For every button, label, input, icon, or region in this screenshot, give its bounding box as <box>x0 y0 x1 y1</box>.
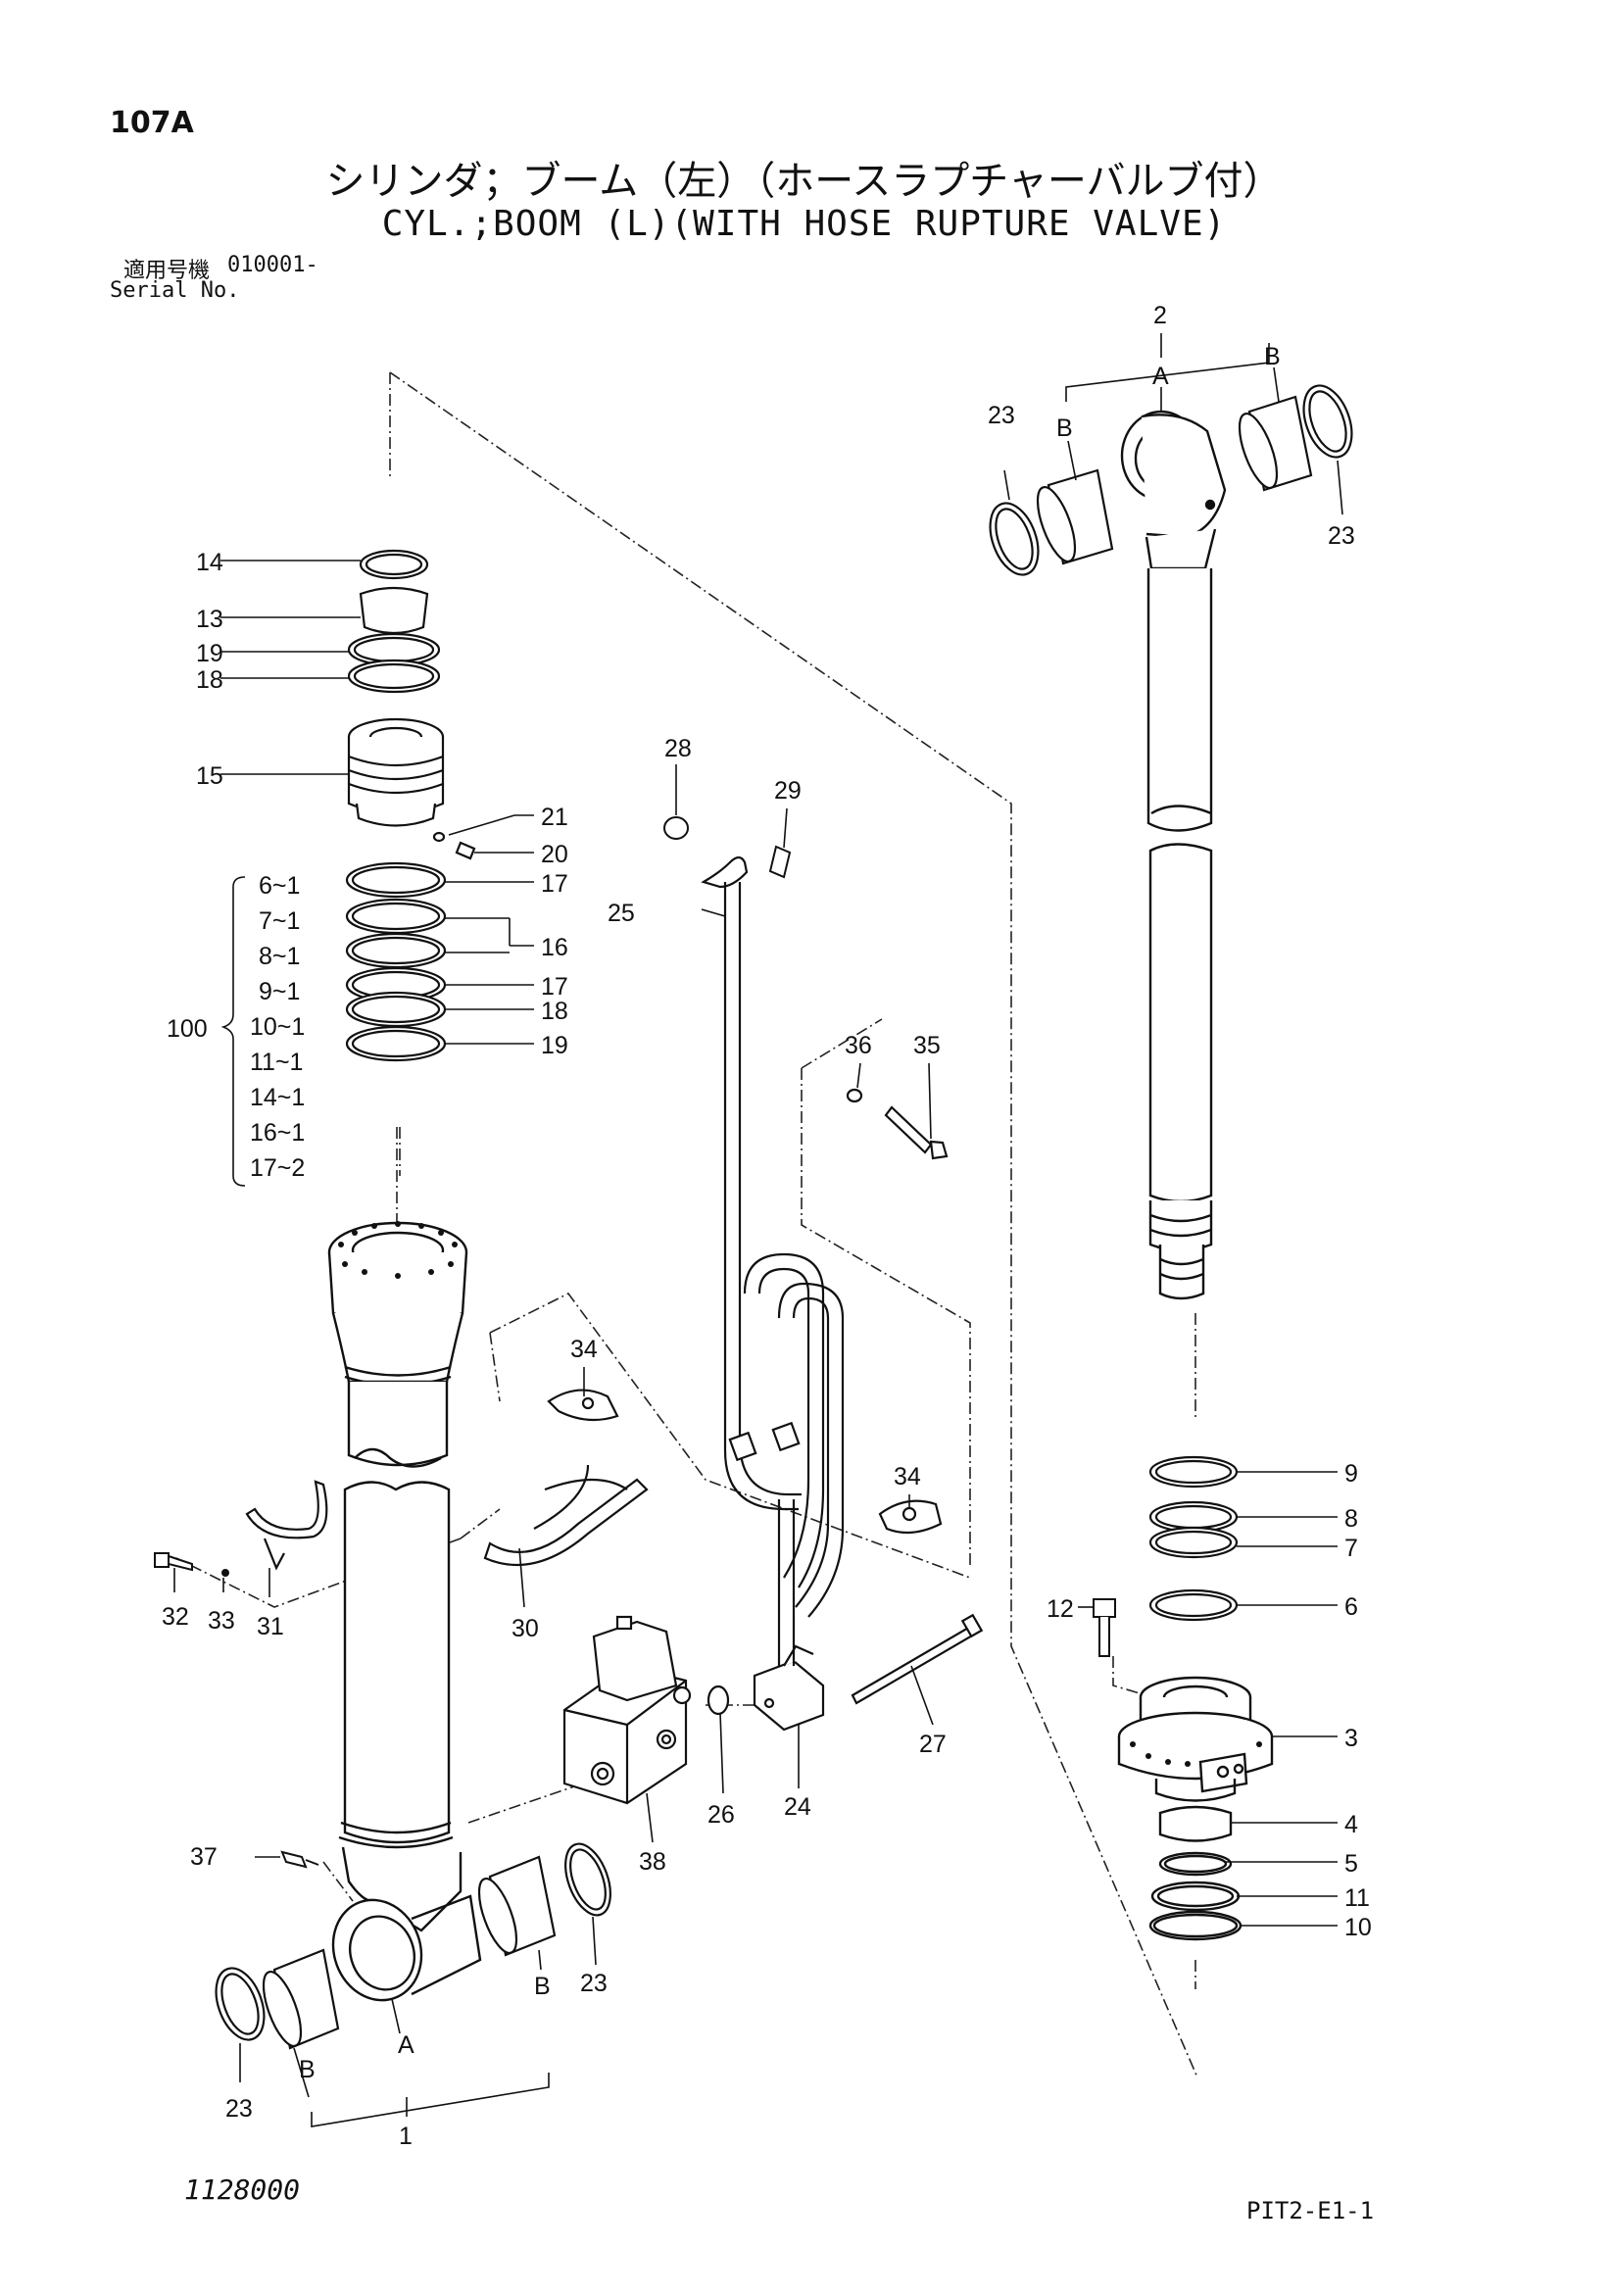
callout-12: 12 <box>1047 1595 1074 1623</box>
callout-23d: 23 <box>1328 522 1355 550</box>
gland-parts <box>345 549 476 1062</box>
callout-21: 21 <box>541 804 568 831</box>
bushings-upper <box>989 384 1353 576</box>
callout-19b: 19 <box>541 1032 568 1059</box>
callout-7: 7 <box>1344 1535 1358 1562</box>
kit-100-item: 9~1 <box>259 978 300 1005</box>
hose-rupture-valve <box>562 1615 692 1805</box>
kit-100-item: 16~1 <box>250 1119 305 1147</box>
callout-13: 13 <box>196 606 223 633</box>
callout-36: 36 <box>845 1032 872 1059</box>
assembly-guide-lines <box>175 371 1198 2078</box>
callout-B-c: B <box>1056 415 1073 442</box>
title-english: CYL.;BOOM (L)(WITH HOSE RUPTURE VALVE) <box>381 204 1227 244</box>
drawing-number: 1128000 <box>184 2174 301 2206</box>
callout-27: 27 <box>919 1731 947 1758</box>
callout-31: 31 <box>257 1613 284 1640</box>
pipe-clamps <box>547 1088 949 1535</box>
callout-1: 1 <box>399 2123 413 2150</box>
callout-18: 18 <box>196 666 223 694</box>
kit-100-item: 10~1 <box>250 1013 305 1041</box>
callout-19: 19 <box>196 640 223 667</box>
callout-23b: 23 <box>580 1970 608 1997</box>
callout-8: 8 <box>1344 1505 1358 1533</box>
callout-A-a: A <box>398 2031 414 2059</box>
kit-100-item: 17~2 <box>250 1154 305 1182</box>
callout-17a: 17 <box>541 870 568 898</box>
callout-3: 3 <box>1344 1725 1358 1752</box>
kit-100-item: 14~1 <box>250 1084 305 1111</box>
callout-38: 38 <box>639 1848 666 1876</box>
callout-4: 4 <box>1344 1811 1358 1838</box>
callout-32: 32 <box>162 1603 189 1631</box>
callout-35: 35 <box>913 1032 941 1059</box>
callout-A-b: A <box>1152 363 1169 390</box>
piston-assembly <box>1117 1676 1274 1941</box>
serial-label-japanese: 適用号機 <box>123 259 211 283</box>
callout-10: 10 <box>1344 1914 1372 1941</box>
callout-25: 25 <box>608 900 635 927</box>
callout-14: 14 <box>196 549 223 576</box>
callout-23a: 23 <box>225 2095 253 2123</box>
callout-labels: 14 13 19 18 15 21 20 17 16 17 18 19 100 … <box>162 302 1372 2150</box>
callout-30: 30 <box>512 1615 539 1642</box>
hose-pipe <box>701 855 845 1666</box>
callout-6: 6 <box>1344 1593 1358 1621</box>
page-number: 107A <box>110 106 194 140</box>
kit-100-item: 11~1 <box>250 1049 303 1076</box>
callout-33: 33 <box>208 1607 235 1635</box>
piston-rod <box>1120 410 1227 1300</box>
callout-5: 5 <box>1344 1850 1358 1878</box>
callout-11: 11 <box>1344 1884 1370 1912</box>
callout-34a: 34 <box>570 1336 598 1363</box>
callout-24: 24 <box>784 1793 811 1821</box>
kit-100-item: 6~1 <box>259 872 300 900</box>
callout-28: 28 <box>664 735 692 762</box>
callout-15: 15 <box>196 762 223 790</box>
hose-flange-parts <box>707 1613 984 1732</box>
cylinder-tube <box>327 1221 482 2002</box>
kit-100-item: 7~1 <box>259 907 300 935</box>
elbow-fittings <box>663 816 792 879</box>
callout-18b: 18 <box>541 998 568 1025</box>
callout-34b: 34 <box>894 1463 921 1490</box>
rod-seals <box>1148 1455 1239 1622</box>
title-japanese: シリンダ；ブーム（左）（ホースラプチャーバルブ付） <box>325 159 1283 204</box>
callout-20: 20 <box>541 841 568 868</box>
callout-37: 37 <box>190 1843 218 1871</box>
bolt-and-washer <box>154 1552 229 1577</box>
callout-B-b: B <box>534 1973 551 2000</box>
kit-100-item: 8~1 <box>259 943 300 970</box>
callout-26: 26 <box>707 1801 735 1829</box>
grease-fitting <box>280 1850 319 1869</box>
sheet-code: PIT2-E1-1 <box>1246 2197 1375 2224</box>
callout-B-a: B <box>299 2056 316 2083</box>
serial-number-value: 010001- <box>227 253 318 277</box>
callout-23c: 23 <box>988 402 1015 429</box>
callout-2: 2 <box>1153 302 1167 329</box>
bushings-lower <box>215 1842 611 2050</box>
serial-label-english: Serial No. <box>110 278 240 303</box>
callout-100: 100 <box>167 1015 208 1043</box>
callout-17b: 17 <box>541 973 568 1001</box>
callout-29: 29 <box>774 777 802 805</box>
leader-lines <box>173 333 1343 2127</box>
callout-B-d: B <box>1264 343 1281 370</box>
callout-9: 9 <box>1344 1460 1358 1488</box>
socket-bolt <box>1093 1598 1116 1657</box>
callout-16: 16 <box>541 934 568 961</box>
